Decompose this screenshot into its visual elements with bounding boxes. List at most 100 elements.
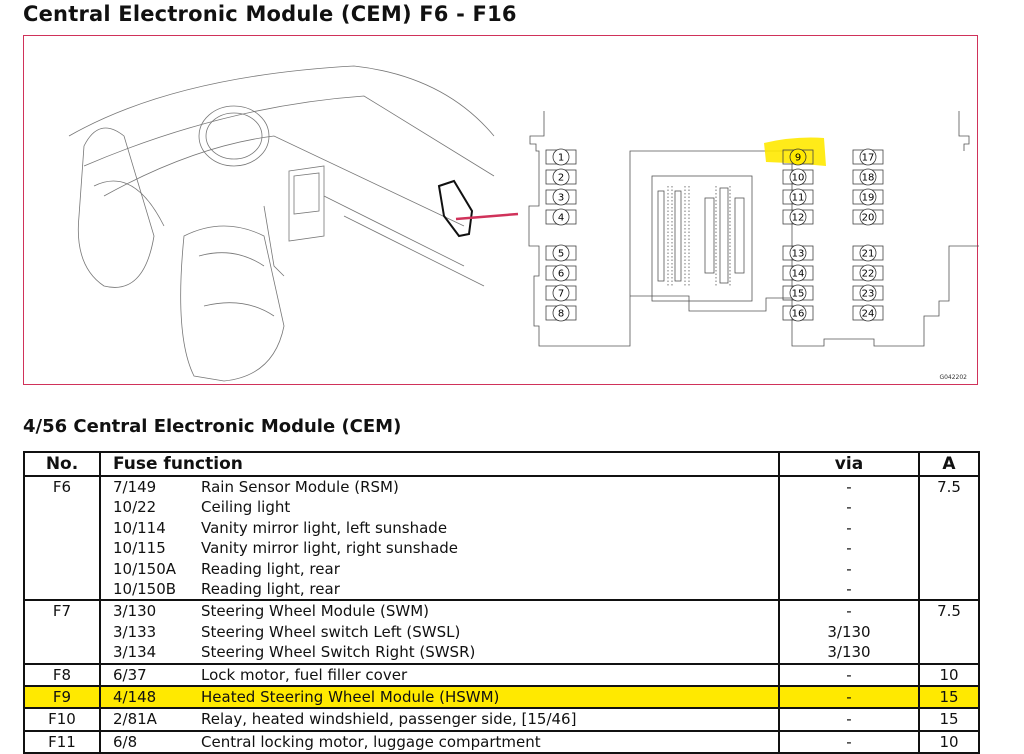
via-values: - xyxy=(778,730,920,754)
component-description: Lock motor, fuel filler cover xyxy=(201,665,408,684)
via-value: - xyxy=(846,665,852,684)
svg-text:11: 11 xyxy=(792,193,805,204)
svg-text:12: 12 xyxy=(792,213,805,224)
via-value: - xyxy=(846,688,852,707)
svg-text:8: 8 xyxy=(558,309,564,320)
svg-text:14: 14 xyxy=(792,269,805,280)
svg-text:24: 24 xyxy=(862,309,875,320)
svg-text:22: 22 xyxy=(862,269,875,280)
svg-text:10: 10 xyxy=(792,173,805,184)
via-value: - xyxy=(846,732,852,751)
component-description: Central locking motor, luggage compartme… xyxy=(201,732,541,751)
svg-text:9: 9 xyxy=(795,153,801,164)
fuse-6: 6 xyxy=(545,264,577,282)
component-code: 6/8 xyxy=(113,732,138,751)
fuse-14: 14 xyxy=(782,264,814,282)
header-via: via xyxy=(778,451,920,477)
amperage: 10 xyxy=(918,730,980,754)
via-value: 3/130 xyxy=(827,622,871,641)
page-title: Central Electronic Module (CEM) F6 - F16 xyxy=(23,2,517,26)
fuse-21: 21 xyxy=(852,244,884,262)
fuse-18: 18 xyxy=(852,168,884,186)
svg-text:6: 6 xyxy=(558,269,564,280)
amperage: 15 xyxy=(918,686,980,710)
component-code: 6/37 xyxy=(113,665,147,684)
via-value: - xyxy=(846,710,852,729)
svg-text:2: 2 xyxy=(558,173,564,184)
function-line: 3/133 Steering Wheel switch Left (SWSL) xyxy=(101,622,778,642)
fuse-4: 4 xyxy=(545,208,577,226)
fuse-2: 2 xyxy=(545,168,577,186)
fuse-number: F10 xyxy=(23,708,101,732)
fuse-12: 12 xyxy=(782,208,814,226)
fuse-number: F7 xyxy=(23,600,101,665)
component-code: 10/150A xyxy=(113,559,177,578)
component-code: 7/149 xyxy=(113,478,157,496)
component-description: Relay, heated windshield, passenger side… xyxy=(201,710,577,729)
fuse-24: 24 xyxy=(852,304,884,322)
svg-text:3: 3 xyxy=(558,193,564,204)
via-values: ------ xyxy=(778,476,920,602)
fuse-1: 1 xyxy=(545,148,577,166)
via-value: 3/130 xyxy=(827,643,871,662)
component-description: Steering Wheel switch Left (SWSL) xyxy=(201,622,461,641)
fuse-box-outline xyxy=(528,111,979,347)
amperage: 10 xyxy=(918,663,980,688)
via-values: - xyxy=(778,686,920,710)
fuse-9: 9 xyxy=(782,148,814,166)
component-code: 10/150B xyxy=(113,580,177,599)
svg-text:4: 4 xyxy=(558,213,564,224)
via-value: - xyxy=(846,518,852,537)
car-interior-sketch xyxy=(68,65,495,382)
component-description: Reading light, rear xyxy=(201,580,340,599)
fuse-3: 3 xyxy=(545,188,577,206)
component-description: Vanity mirror light, right sunshade xyxy=(201,539,459,558)
function-line: 6/37 Lock motor, fuel filler cover xyxy=(101,665,778,685)
svg-text:20: 20 xyxy=(862,213,875,224)
fuse-23: 23 xyxy=(852,284,884,302)
svg-text:7: 7 xyxy=(558,289,564,300)
via-value: - xyxy=(846,559,852,578)
function-line: 10/150B Reading light, rear xyxy=(101,579,778,599)
component-code: 3/133 xyxy=(113,622,157,641)
via-value: - xyxy=(846,580,852,599)
svg-text:16: 16 xyxy=(792,309,805,320)
svg-text:13: 13 xyxy=(792,249,805,260)
section-title: 4/56 Central Electronic Module (CEM) xyxy=(23,416,402,437)
header-amp: A xyxy=(918,451,980,477)
component-code: 3/130 xyxy=(113,602,157,621)
fuse-22: 22 xyxy=(852,264,884,282)
table-header-row: No. Fuse function via A xyxy=(23,451,980,477)
fuse-15: 15 xyxy=(782,284,814,302)
svg-text:18: 18 xyxy=(862,173,875,184)
component-code: 10/115 xyxy=(113,539,166,558)
via-values: - xyxy=(778,663,920,688)
function-line: 6/8 Central locking motor, luggage compar… xyxy=(101,732,778,752)
fuse-box-location-marker xyxy=(437,179,519,238)
svg-text:5: 5 xyxy=(558,249,564,260)
fuse-19: 19 xyxy=(852,188,884,206)
fuse-5: 5 xyxy=(545,244,577,262)
svg-text:17: 17 xyxy=(862,153,875,164)
fuse-number: F9 xyxy=(23,686,101,710)
fuse-13: 13 xyxy=(782,244,814,262)
svg-text:21: 21 xyxy=(862,249,875,260)
svg-text:19: 19 xyxy=(862,193,875,204)
via-value: - xyxy=(846,539,852,558)
svg-text:1: 1 xyxy=(558,153,564,164)
via-values: - xyxy=(778,708,920,732)
fuse-7: 7 xyxy=(545,284,577,302)
component-description: Ceiling light xyxy=(201,498,291,517)
